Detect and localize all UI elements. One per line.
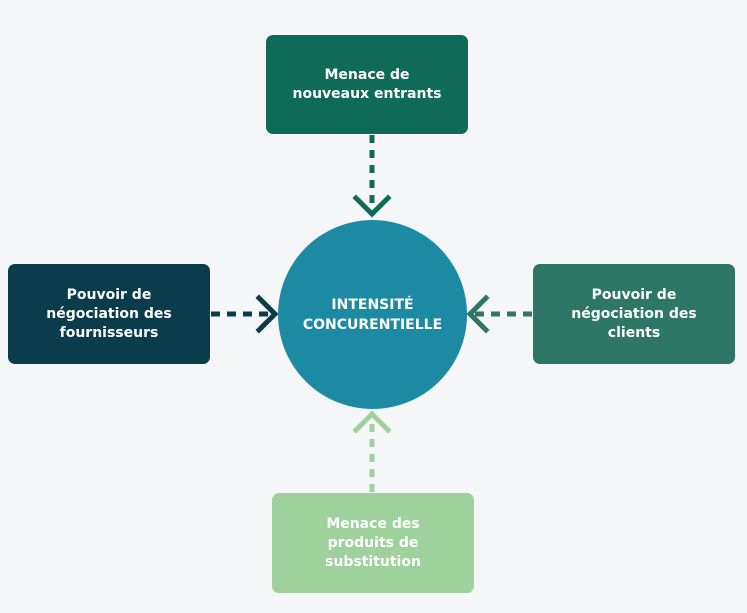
arrow-bottom bbox=[352, 410, 392, 492]
arrow-right bbox=[466, 294, 532, 334]
competitive-intensity-circle: INTENSITÉ CONCURENTIELLE bbox=[278, 220, 467, 409]
arrow-top bbox=[352, 135, 392, 218]
threat-substitutes-box: Menace des produits de substitution bbox=[272, 493, 474, 593]
arrow-left bbox=[211, 294, 279, 334]
buyer-power-label: Pouvoir de négociation des clients bbox=[571, 286, 697, 341]
threat-new-entrants-label: Menace de nouveaux entrants bbox=[292, 66, 442, 102]
supplier-power-box: Pouvoir de négociation des fournisseurs bbox=[8, 264, 210, 364]
supplier-power-label: Pouvoir de négociation des fournisseurs bbox=[46, 286, 172, 341]
threat-new-entrants-box: Menace de nouveaux entrants bbox=[266, 35, 468, 134]
buyer-power-box: Pouvoir de négociation des clients bbox=[533, 264, 735, 364]
threat-substitutes-label: Menace des produits de substitution bbox=[325, 515, 421, 570]
competitive-intensity-label: INTENSITÉ CONCURENTIELLE bbox=[302, 296, 443, 333]
